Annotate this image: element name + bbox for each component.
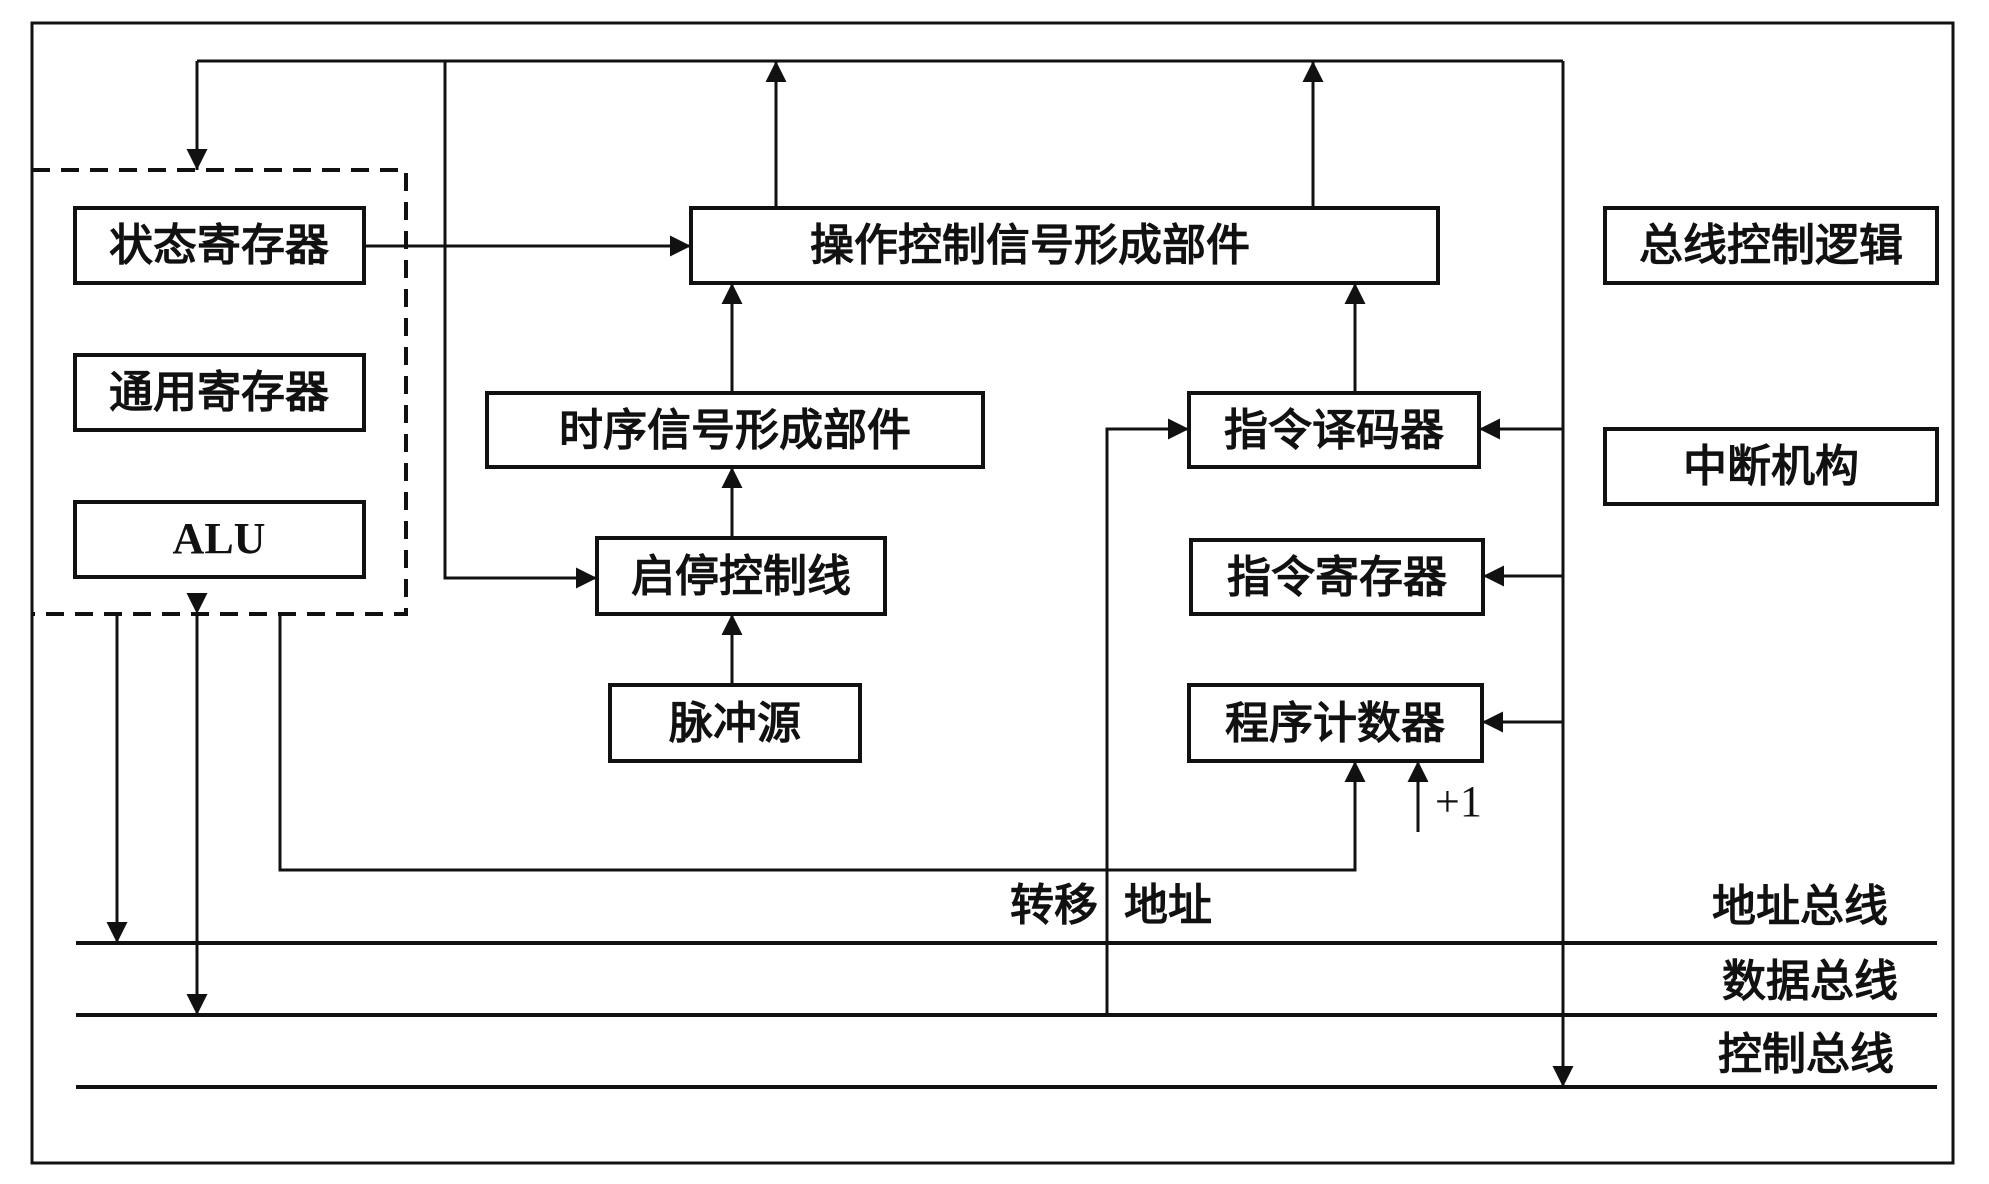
- instruction-register-label: 指令寄存器: [1227, 552, 1448, 603]
- alu-box: ALU: [73, 500, 366, 579]
- arrow-transfer-address-to-pc: [278, 614, 1366, 872]
- start-stop-line-label: 启停控制线: [631, 551, 851, 602]
- register-group-dashed-border: [32, 168, 408, 616]
- program-counter-box: 程序计数器: [1187, 683, 1484, 763]
- instruction-register-box: 指令寄存器: [1189, 538, 1485, 616]
- address-bus-label: 地址总线: [1712, 881, 1888, 932]
- arrow-to-start-stop: [443, 61, 597, 589]
- pulse-source-label: 脉冲源: [669, 698, 801, 749]
- instruction-decoder-box: 指令译码器: [1187, 391, 1481, 469]
- instruction-decoder-label: 指令译码器: [1224, 405, 1445, 456]
- data-bus-label: 数据总线: [1722, 956, 1898, 1007]
- outer-frame: [30, 21, 1955, 1165]
- interrupt-unit-label: 中断机构: [1683, 441, 1859, 492]
- timing-signal-unit-label: 时序信号形成部件: [559, 405, 911, 456]
- control-bus-label: 控制总线: [1718, 1029, 1894, 1080]
- interrupt-unit-box: 中断机构: [1603, 427, 1939, 506]
- op-signal-unit-box: 操作控制信号形成部件: [689, 206, 1440, 285]
- program-counter-label: 程序计数器: [1225, 698, 1446, 749]
- general-register-box: 通用寄存器: [73, 353, 366, 432]
- address-label: 地址: [1124, 880, 1212, 931]
- bus-control-logic-box: 总线控制逻辑: [1603, 206, 1939, 285]
- status-register-label: 状态寄存器: [109, 220, 330, 271]
- pulse-source-box: 脉冲源: [608, 683, 862, 763]
- bus-control-logic-label: 总线控制逻辑: [1639, 220, 1903, 271]
- status-register-box: 状态寄存器: [73, 206, 366, 285]
- increment-label: +1: [1435, 777, 1482, 826]
- general-register-label: 通用寄存器: [109, 367, 330, 418]
- op-signal-unit-label: 操作控制信号形成部件: [810, 220, 1250, 271]
- arrow-data-bus-to-decoder: [1105, 418, 1189, 1015]
- start-stop-line-box: 启停控制线: [595, 536, 887, 616]
- transfer-label: 转移: [1010, 880, 1098, 931]
- timing-signal-unit-box: 时序信号形成部件: [485, 391, 985, 469]
- alu-label: ALU: [173, 514, 266, 563]
